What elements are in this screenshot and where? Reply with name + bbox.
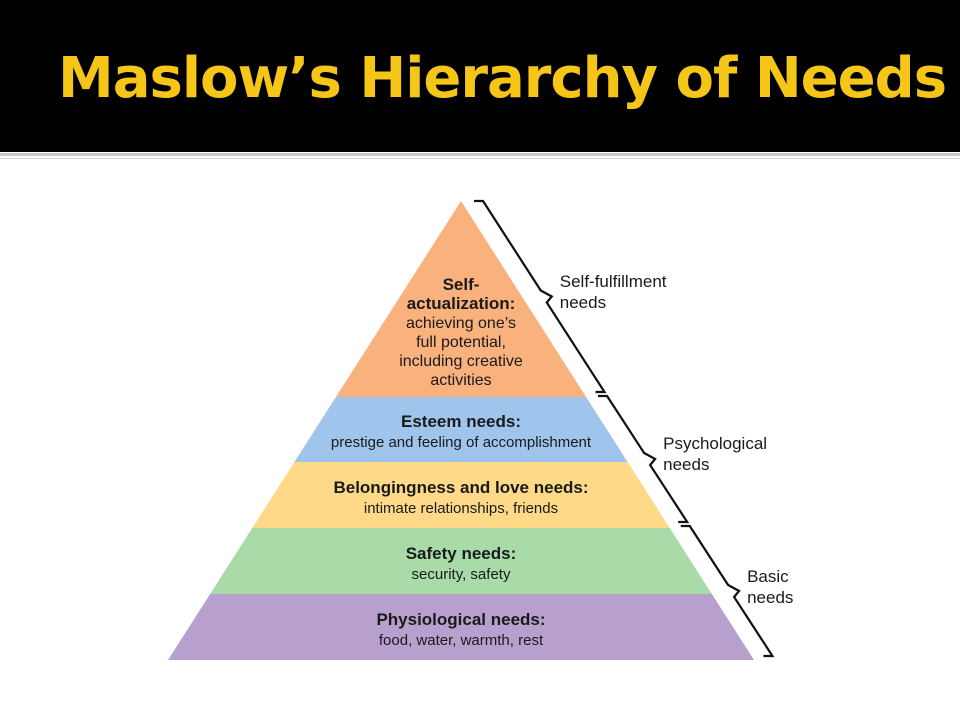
tier-label-safety: Safety needs: security, safety — [406, 544, 517, 583]
bracket-psychological — [598, 394, 690, 524]
bracket-basic — [680, 524, 775, 658]
tier-label-esteem: Esteem needs: prestige and feeling of acc… — [331, 412, 592, 451]
pyramid-tier-esteem — [294, 397, 628, 462]
pyramid-tier-belongingness — [252, 462, 670, 528]
tier-heading: Physiological needs: — [376, 610, 545, 629]
title-divider — [0, 153, 960, 156]
group-label-line: Self-fulfillment — [560, 272, 667, 291]
tier-heading: Esteem needs: — [401, 412, 521, 431]
group-label-basic: Basic needs — [747, 567, 793, 607]
tier-label-belongingness: Belongingness and love needs: intimate re… — [333, 478, 588, 517]
tier-heading: Belongingness and love needs: — [333, 478, 588, 497]
title-divider-thin — [0, 158, 960, 159]
pyramid-tier-safety — [210, 528, 712, 594]
tier-detail: including creative — [399, 353, 523, 370]
tier-detail: activities — [430, 372, 491, 389]
slide-title: Maslow’s Hierarchy of Needs — [58, 46, 947, 111]
group-label-line: needs — [663, 455, 709, 474]
group-brackets — [474, 199, 775, 658]
group-label-line: needs — [747, 588, 793, 607]
bracket-self-fulfillment — [474, 199, 607, 394]
pyramid-tiers — [168, 201, 754, 660]
tier-detail: full potential, — [416, 334, 506, 351]
tier-label-self-actualization: Self-actualization: achieving one’s full p… — [399, 275, 523, 389]
tier-detail: security, safety — [412, 566, 511, 583]
tier-labels: Self-actualization: achieving one’s full p… — [331, 275, 592, 649]
tier-detail: food, water, warmth, rest — [379, 632, 544, 649]
tier-heading: Self- — [443, 275, 480, 294]
group-label-line: Psychological — [663, 434, 767, 453]
group-label-line: Basic — [747, 567, 789, 586]
pyramid-tier-physiological — [168, 594, 754, 660]
group-label-self-fulfillment: Self-fulfillment needs — [560, 272, 667, 312]
tier-heading: actualization: — [407, 294, 516, 313]
pyramid-tier-self-actualization — [335, 201, 587, 397]
title-bar: Maslow’s Hierarchy of Needs — [0, 0, 960, 152]
tier-detail: intimate relationships, friends — [364, 500, 558, 517]
group-label-line: needs — [560, 293, 606, 312]
tier-detail: achieving one’s — [406, 315, 516, 332]
tier-heading: Safety needs: — [406, 544, 517, 563]
tier-detail: prestige and feeling of accomplishment — [331, 434, 592, 451]
tier-label-physiological: Physiological needs: food, water, warmth,… — [376, 610, 545, 649]
group-label-psychological: Psychological needs — [663, 434, 767, 474]
